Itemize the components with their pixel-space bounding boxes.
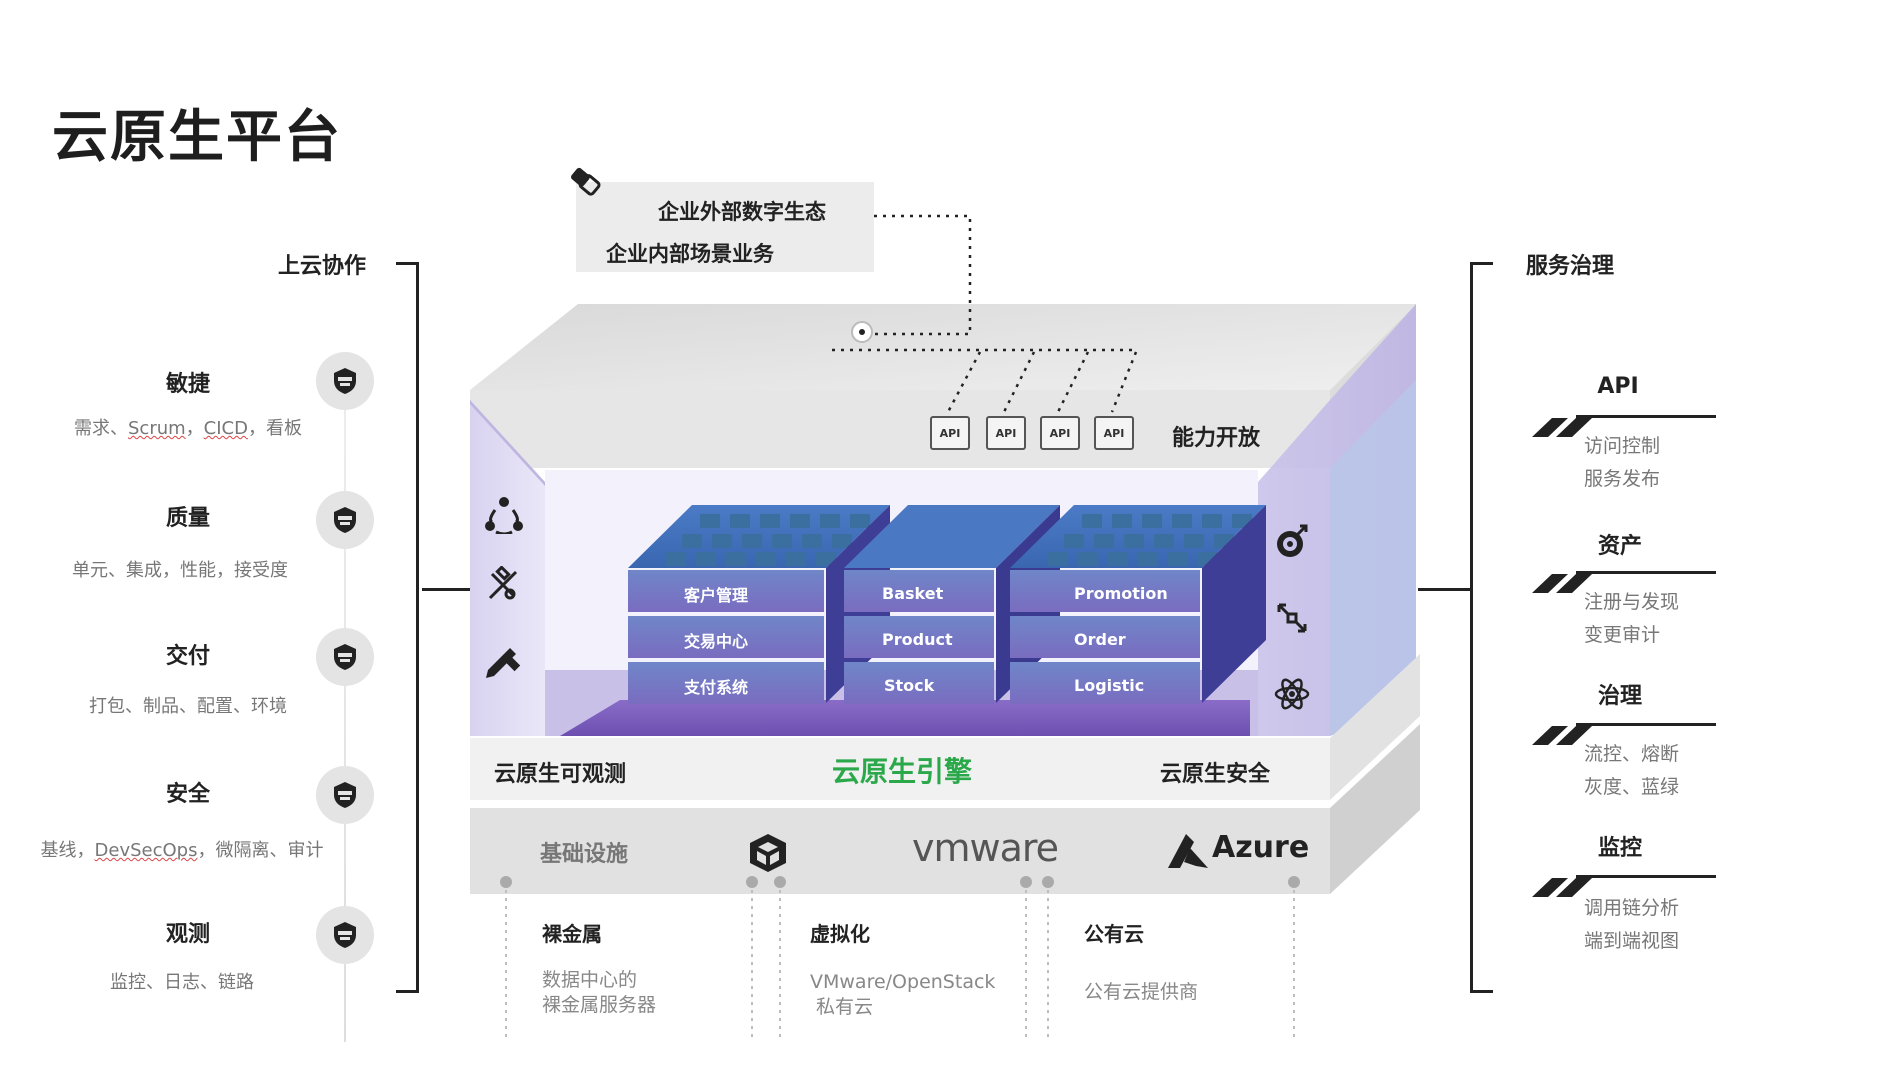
right-bracket — [1470, 262, 1493, 993]
left-item-badge-agile — [316, 352, 374, 410]
block-cell: Product — [882, 630, 953, 649]
ecosystem-external: 企业外部数字生态 — [658, 200, 826, 224]
left-item-title-quality: 质量 — [165, 506, 210, 531]
right-item-title-api: API — [1597, 374, 1639, 399]
left-wall — [470, 400, 545, 736]
bottom-title-publiccloud: 公有云 — [1084, 922, 1144, 946]
left-item-desc-agile: 需求、Scrum，CICD，看板 — [74, 418, 302, 439]
link-icon — [571, 167, 601, 196]
left-item-badge-observe — [316, 906, 374, 964]
left-item-title-observe: 观测 — [165, 922, 210, 947]
bottom-title-baremetal: 裸金属 — [542, 922, 602, 946]
right-item-desc-api: 访问控制服务发布 — [1584, 435, 1661, 490]
right-item-title-monitor: 监控 — [1597, 836, 1642, 861]
target-icon — [1277, 524, 1308, 557]
api-icon: API — [1094, 416, 1134, 450]
left-item-badge-quality — [316, 491, 374, 549]
shield-icon — [334, 922, 356, 948]
azure-logo-icon — [1168, 834, 1208, 868]
ecosystem-box — [576, 182, 874, 272]
right-item-desc-monitor: 调用链分析端到端视图 — [1584, 897, 1680, 952]
left-item-badge-delivery — [316, 628, 374, 686]
right-item-desc-governance: 流控、熔断灰度、蓝绿 — [1584, 743, 1680, 798]
right-item-title-governance: 治理 — [1597, 684, 1642, 709]
capability-label: 能力开放 — [1172, 426, 1261, 451]
roof-top — [470, 304, 1416, 390]
right-item-title-assets: 资产 — [1597, 534, 1642, 559]
engine-observe: 云原生可观测 — [494, 762, 627, 787]
left-connector-line — [344, 352, 346, 1042]
shield-icon — [334, 782, 356, 808]
pencil-ruler-icon — [486, 648, 521, 678]
left-item-desc-observe: 监控、日志、链路 — [110, 972, 254, 993]
left-item-title-delivery: 交付 — [165, 644, 210, 669]
bottom-title-virtualization: 虚拟化 — [810, 922, 870, 946]
engine-band — [470, 738, 1330, 800]
right-bracket-tick — [1418, 588, 1470, 591]
engine-center: 云原生引擎 — [832, 755, 973, 788]
page-title: 云原生平台 — [52, 105, 342, 170]
atom-icon — [1274, 678, 1310, 710]
left-item-title-security: 安全 — [165, 782, 210, 807]
right-item-desc-assets: 注册与发现变更审计 — [1584, 591, 1680, 646]
vmware-logo: vmware — [912, 826, 1059, 870]
block-cell: 交易中心 — [684, 632, 749, 651]
azure-logo: Azure — [1212, 830, 1310, 865]
left-item-title-agile: 敏捷 — [165, 372, 210, 397]
block-cell: 客户管理 — [684, 586, 749, 605]
infra-band — [470, 808, 1330, 894]
api-icon: API — [930, 416, 970, 450]
left-item-desc-security: 基线，DevSecOps，微隔离、审计 — [40, 840, 324, 861]
api-icon: API — [986, 416, 1026, 450]
api-icon: API — [1040, 416, 1080, 450]
engine-security: 云原生安全 — [1160, 762, 1271, 787]
ecosystem-internal: 企业内部场景业务 — [606, 242, 774, 266]
bottom-desc-baremetal: 数据中心的裸金属服务器 — [542, 969, 657, 1016]
left-item-desc-delivery: 打包、制品、配置、环境 — [89, 696, 287, 717]
block-cell: Promotion — [1074, 584, 1168, 603]
tools-icon — [488, 566, 518, 600]
left-bracket-tick — [422, 588, 470, 591]
infra-label: 基础设施 — [540, 842, 629, 867]
shield-icon — [334, 507, 356, 533]
block-cell: Stock — [884, 676, 935, 695]
left-item-badge-security — [316, 766, 374, 824]
block-cell: 支付系统 — [684, 678, 749, 697]
bottom-desc-publiccloud: 公有云提供商 — [1084, 981, 1199, 1003]
left-heading: 上云协作 — [278, 254, 367, 279]
left-item-desc-quality: 单元、集成，性能，接受度 — [72, 560, 288, 581]
block-cell: Basket — [882, 584, 944, 603]
left-bracket — [396, 262, 419, 993]
right-heading: 服务治理 — [1526, 254, 1615, 279]
shield-icon — [334, 368, 356, 394]
expand-arrows-icon — [1277, 603, 1307, 633]
block-cell: Logistic — [1074, 676, 1145, 695]
share-nodes-icon — [485, 497, 523, 534]
metal-cube-icon — [750, 834, 786, 872]
block-cell: Order — [1074, 630, 1126, 649]
shield-icon — [334, 644, 356, 670]
